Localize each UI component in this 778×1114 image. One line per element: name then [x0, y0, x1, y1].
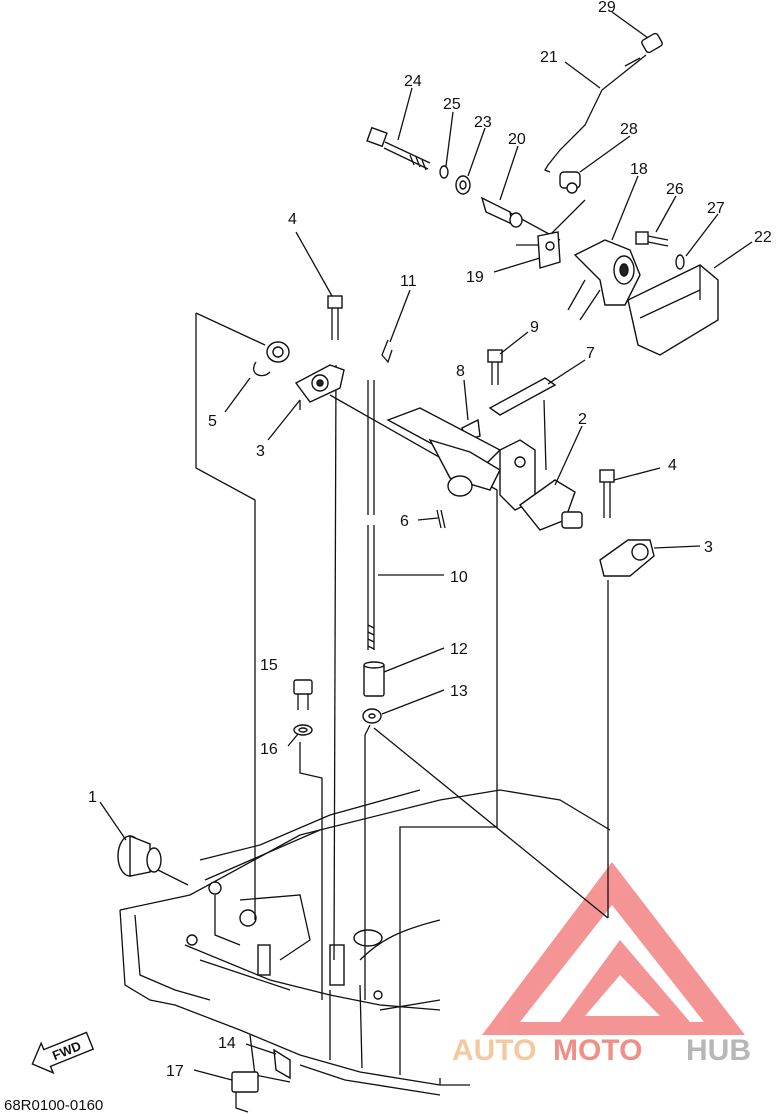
part-21-rod — [544, 54, 647, 173]
part-20-collar — [480, 196, 523, 228]
watermark-hub: HUB — [686, 1034, 751, 1067]
part-9-bolt — [487, 349, 503, 385]
part-15-bolt — [293, 679, 313, 710]
part-3-holder-upper — [294, 364, 345, 410]
part-13-nut — [362, 708, 382, 724]
part-11-clip — [381, 339, 393, 364]
callout-25: 25 — [443, 96, 461, 113]
callout-17: 17 — [166, 1063, 184, 1080]
part-18-lever — [567, 239, 641, 321]
part-14-clip — [273, 1048, 291, 1080]
callout-20: 20 — [508, 131, 526, 148]
part-26-bolt — [635, 231, 669, 247]
guide-lines — [195, 199, 609, 1000]
callout-21: 21 — [540, 49, 558, 66]
callout-26: 26 — [666, 181, 684, 198]
part-7-plate — [488, 377, 557, 416]
part-12-sleeve — [363, 661, 385, 697]
part-28-joint — [559, 171, 581, 194]
watermark-auto: AUTO — [452, 1034, 536, 1067]
callout-8: 8 — [456, 363, 465, 380]
part-27-washer — [675, 254, 685, 270]
part-1-grommet — [117, 834, 162, 877]
watermark-logo — [482, 862, 745, 1035]
part-25-washer — [439, 165, 449, 179]
callout-3-upper: 3 — [256, 443, 265, 460]
callout-1: 1 — [88, 789, 97, 806]
callout-7: 7 — [586, 345, 595, 362]
part-29-nut — [641, 32, 663, 54]
callout-6: 6 — [400, 513, 409, 530]
callout-2: 2 — [578, 411, 587, 428]
callout-28: 28 — [620, 121, 638, 138]
callout-11: 11 — [400, 273, 417, 290]
part-4-bolt-lower — [599, 469, 615, 518]
callout-14: 14 — [218, 1035, 236, 1052]
callout-labels: 29 21 24 25 23 20 28 18 26 27 22 19 4 11… — [88, 0, 772, 1080]
callout-4-lower: 4 — [668, 457, 677, 474]
part-5-grommet — [253, 341, 290, 377]
part-16-washer — [293, 724, 313, 736]
callout-13: 13 — [450, 683, 468, 700]
part-6-pin — [436, 509, 446, 529]
callout-19: 19 — [466, 269, 484, 286]
callout-3-lower: 3 — [704, 539, 713, 556]
part-2-control-shaft — [386, 407, 583, 531]
callout-leaders — [99, 11, 753, 1081]
part-17-clamp — [231, 1071, 259, 1113]
callout-27: 27 — [707, 200, 725, 217]
drawing-code: 68R0100-0160 — [4, 1097, 103, 1114]
callout-16: 16 — [260, 741, 278, 758]
callout-9: 9 — [530, 319, 539, 336]
part-19-clip — [537, 231, 561, 269]
callout-15: 15 — [260, 657, 278, 674]
part-22-bracket — [627, 264, 719, 356]
callout-29: 29 — [598, 0, 616, 16]
part-4-bolt-upper — [327, 295, 343, 340]
callout-23: 23 — [474, 114, 492, 131]
callout-18: 18 — [630, 161, 648, 178]
callout-12: 12 — [450, 641, 468, 658]
watermark-text: AUTO MOTO HUB — [452, 1034, 751, 1067]
part-10-rod — [367, 380, 375, 650]
callout-5: 5 — [208, 413, 217, 430]
callout-22: 22 — [754, 229, 772, 246]
watermark-moto: MOTO — [553, 1034, 642, 1067]
callout-10: 10 — [450, 569, 468, 586]
fwd-arrow-badge: FWD — [31, 1031, 95, 1075]
part-24-bolt — [366, 126, 431, 171]
callout-4-upper: 4 — [288, 211, 297, 228]
callout-24: 24 — [404, 73, 422, 90]
bottom-cowling — [119, 789, 611, 1096]
part-23-washer — [455, 175, 471, 195]
part-3-holder-lower — [599, 539, 655, 577]
